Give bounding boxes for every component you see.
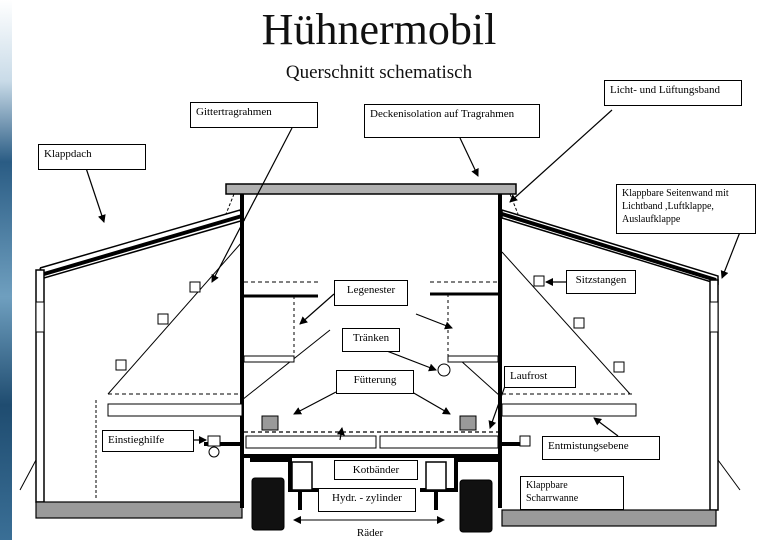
label-licht-lueftungsband: Licht- und Lüftungsband (604, 80, 742, 106)
left-wheel (251, 477, 285, 531)
left-floor-slab (35, 501, 243, 519)
dung-belt-right (379, 435, 499, 449)
ceiling-insulation (225, 183, 517, 195)
label-hydr-zylinder: Hydr. - zylinder (318, 488, 416, 512)
label-fuetterung: Fütterung (336, 370, 414, 394)
label-gittertragrahmen: Gittertragrahmen (190, 102, 318, 128)
label-kotbaender: Kotbänder (334, 460, 418, 480)
label-traenken: Tränken (342, 328, 400, 352)
dung-belt-left (245, 435, 377, 449)
label-einstieghilfe: Einstieghilfe (102, 430, 194, 452)
label-sitzstangen: Sitzstangen (566, 270, 636, 294)
wheels (251, 477, 493, 533)
central-chamber (107, 183, 637, 510)
left-side-room (35, 209, 246, 519)
right-side-room (19, 208, 741, 527)
diagram-subtitle: Querschnitt schematisch (285, 62, 473, 83)
roost-squares (115, 275, 625, 373)
label-laufrost: Laufrost (504, 366, 576, 388)
label-klappbare-scharrwanne: Klappbare Scharrwanne (520, 476, 624, 510)
left-edge-photo-strip (0, 0, 12, 540)
label-klappdach: Klappdach (38, 144, 146, 170)
label-legenester: Legenester (334, 280, 408, 306)
label-deckenisolation: Deckenisolation auf Tragrahmen (364, 104, 540, 138)
label-klappbare-seitenwand: Klappbare Seitenwand mit Lichtband ,Luft… (616, 184, 756, 234)
diagram-title: Hühnermobil (261, 5, 497, 54)
label-entmistungsebene: Entmistungsebene (542, 436, 660, 460)
right-floor-slab (501, 509, 717, 527)
right-wheel (459, 479, 493, 533)
label-raeder: Räder (330, 524, 410, 540)
